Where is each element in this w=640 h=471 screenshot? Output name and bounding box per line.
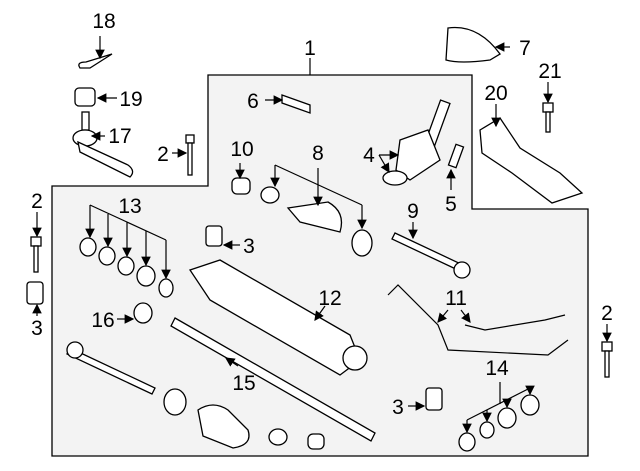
callout-3: 3 <box>243 235 255 258</box>
callout-10: 10 <box>230 138 253 161</box>
pipes-11 <box>387 284 569 356</box>
leader-lines <box>32 36 612 434</box>
bolt-21 <box>542 102 554 133</box>
callout-3: 3 <box>31 317 43 340</box>
rack-15 <box>170 317 376 442</box>
inner-tie-rod-left <box>66 341 156 395</box>
clamp-8a <box>260 186 280 204</box>
inner-tie-rod-9 <box>391 232 471 279</box>
boot-7 <box>445 26 501 63</box>
bushing-3c <box>425 387 443 411</box>
callout-16: 16 <box>91 309 114 332</box>
boot-left <box>197 404 250 449</box>
input-shaft-housing <box>395 99 451 181</box>
callout-2: 2 <box>601 302 613 325</box>
bushing-3a <box>205 225 223 247</box>
callout-21: 21 <box>538 60 561 83</box>
callout-20: 20 <box>484 82 507 105</box>
heat-shield-20 <box>479 117 584 204</box>
bolt-2a <box>185 134 195 176</box>
callout-4: 4 <box>363 144 375 167</box>
bolt-5 <box>447 143 465 169</box>
callout-18: 18 <box>92 10 115 33</box>
callout-6: 6 <box>247 90 259 113</box>
bushing-small <box>307 433 325 450</box>
clamp-small <box>268 428 288 446</box>
clamp-8b <box>351 229 373 257</box>
seal-4 <box>382 170 408 186</box>
callout-17: 17 <box>108 125 131 148</box>
bushing-3b <box>26 281 44 305</box>
callout-1: 1 <box>304 37 316 60</box>
callout-2: 2 <box>157 143 169 166</box>
callout-2: 2 <box>31 190 43 213</box>
callout-8: 8 <box>312 142 324 165</box>
boot-8 <box>286 201 343 233</box>
bolt-2b <box>30 236 42 273</box>
callout-5: 5 <box>445 193 457 216</box>
rack-housing-12 <box>188 259 368 376</box>
clamp-left <box>163 388 187 416</box>
callout-11: 11 <box>445 287 467 310</box>
nut-19 <box>74 87 96 107</box>
callout-19: 19 <box>119 88 142 111</box>
callout-13: 13 <box>118 195 141 218</box>
callout-12: 12 <box>318 287 341 310</box>
bushing-10 <box>231 177 251 195</box>
callout-3: 3 <box>392 396 404 419</box>
bolt-2c <box>601 341 613 378</box>
callout-15: 15 <box>232 372 255 395</box>
seal-16 <box>133 302 153 324</box>
callout-7: 7 <box>519 37 531 60</box>
tie-rod-end-17 <box>72 111 134 178</box>
cotter-pin-18 <box>78 53 113 69</box>
callout-14: 14 <box>485 357 509 380</box>
callout-9: 9 <box>407 200 419 223</box>
